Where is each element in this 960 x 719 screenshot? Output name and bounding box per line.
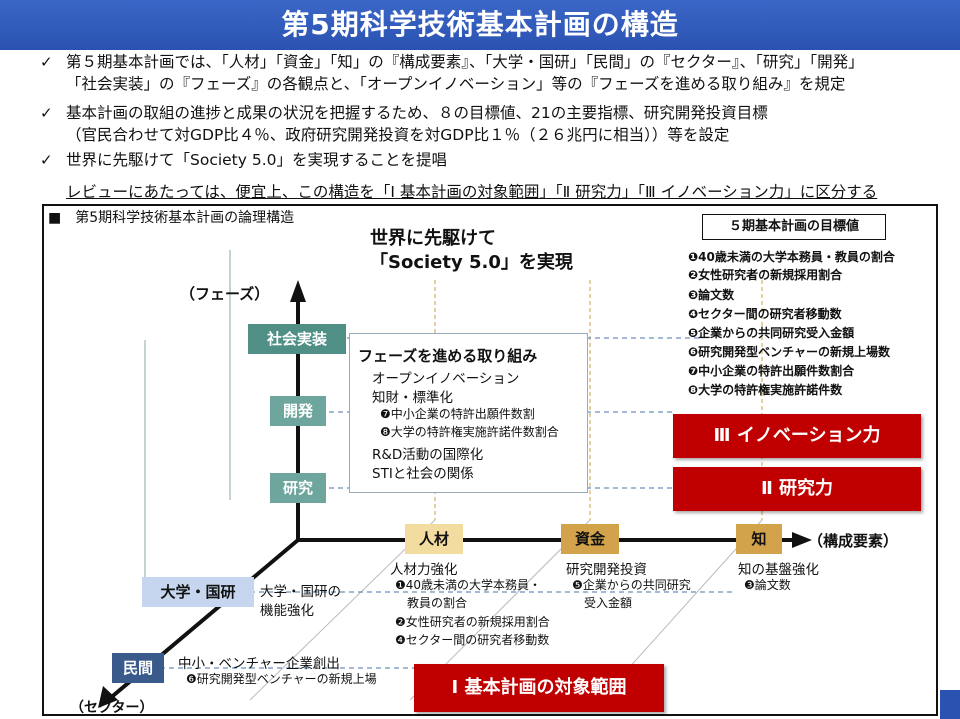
research-power-box: Ⅱ 研究力 — [673, 467, 921, 511]
goal-5: ❺企業からの共同研究受入金額 — [688, 326, 855, 340]
bullet-1-line-2: 「社会実装」の『フェーズ』の各観点と、「オープンイノベーション」等の『フェーズを… — [66, 75, 846, 93]
title-bar: 第5期科学技術基本計画の構造 — [0, 0, 960, 50]
bullet-3: ✓ 世界に先駆けて「Society 5.0」を実現することを提唱 — [40, 150, 448, 171]
goal-4: ❹セクター間の研究者移動数 — [688, 307, 842, 321]
funds-text: 研究開発投資 — [566, 562, 647, 578]
sector-axis-label: （セクター） — [70, 700, 154, 716]
goal-6: ❻研究開発型ベンチャーの新規上場数 — [688, 345, 891, 359]
society-line-2: 「Society 5.0」を実現 — [370, 252, 573, 273]
page-title: 第5期科学技術基本計画の構造 — [281, 8, 679, 41]
diagram-frame — [42, 204, 938, 716]
sector-private: 民間 — [112, 653, 164, 683]
corner-accent — [940, 690, 960, 719]
bullet-2-line-2: （官民合わせて対GDP比４％、政府研究開発投資を対GDP比１％（２６兆円に相当）… — [66, 126, 730, 144]
society-line-1: 世界に先駆けて — [370, 228, 496, 249]
component-axis-label: （構成要素） — [808, 532, 899, 550]
phase-initiatives-box — [349, 333, 588, 493]
component-people: 人材 — [405, 524, 463, 554]
funds-goal-5b: 受入金額 — [584, 596, 633, 610]
phase-box-title: フェーズを進める取り組み — [358, 347, 538, 365]
sector-university: 大学・国研 — [142, 577, 254, 607]
component-funds: 資金 — [561, 524, 619, 554]
people-goal-1b: 教員の割合 — [407, 596, 468, 610]
phase-research: 研究 — [270, 473, 326, 503]
phase-goal-8: ❽大学の特許権実施許諾件数割合 — [380, 425, 559, 439]
bullet-2: ✓ 基本計画の取組の進捗と成果の状況を把握するため、８の目標値、21の主要指標、… — [40, 103, 768, 124]
private-goal-6: ❻研究開発型ベンチャーの新規上場 — [186, 672, 377, 686]
goal-7: ❼中小企業の特許出願件数割合 — [688, 364, 855, 378]
people-goal-1a: ❶40歳未満の大学本務員・ — [395, 578, 542, 592]
phase-item-rd: R&D活動の国際化 — [372, 447, 484, 463]
phase-item-open-innovation: オープンイノベーション — [372, 371, 520, 387]
goal-2: ❷女性研究者の新規採用割合 — [688, 268, 843, 282]
goals-title: ５期基本計画の目標値 — [702, 214, 886, 240]
bullet-2-line-1: 基本計画の取組の進捗と成果の状況を把握するため、８の目標値、21の主要指標、研究… — [66, 104, 768, 122]
phase-goal-7: ❼中小企業の特許出願件数割 — [380, 407, 535, 421]
people-goal-4: ❹セクター間の研究者移動数 — [395, 633, 550, 647]
goal-3: ❸論文数 — [688, 288, 735, 302]
scope-box: Ⅰ 基本計画の対象範囲 — [414, 664, 664, 712]
bullet-2-cont: （官民合わせて対GDP比４％、政府研究開発投資を対GDP比１％（２６兆円に相当）… — [66, 125, 729, 146]
private-text: 中小・ベンチャー企業創出 — [178, 656, 340, 672]
funds-goal-5a: ❺企業からの共同研究 — [572, 578, 691, 592]
bullet-1: ✓ 第５期基本計画では、「人材」「資金」「知」の『構成要素』、「大学・国研」「民… — [40, 52, 864, 73]
check-icon: ✓ — [40, 151, 53, 169]
review-note: レビューにあたっては、便宜上、この構造を「Ⅰ 基本計画の対象範囲」「Ⅱ 研究力」… — [66, 183, 878, 201]
diagram-header: ■ 第5期科学技術基本計画の論理構造 — [48, 210, 295, 226]
goal-8: ❽大学の特許権実施許諾件数 — [688, 383, 843, 397]
innovation-box: Ⅲ イノベーション力 — [673, 414, 921, 458]
check-icon: ✓ — [40, 104, 53, 122]
knowledge-text: 知の基盤強化 — [738, 562, 819, 578]
university-text-1: 大学・国研の — [260, 584, 341, 600]
phase-item-sti: STIと社会の関係 — [372, 466, 474, 482]
knowledge-goal-3: ❸論文数 — [744, 578, 791, 592]
check-icon: ✓ — [40, 53, 53, 71]
bullet-3-line-1: 世界に先駆けて「Society 5.0」を実現することを提唱 — [66, 151, 448, 169]
bullet-1-cont: 「社会実装」の『フェーズ』の各観点と、「オープンイノベーション」等の『フェーズを… — [66, 74, 845, 95]
phase-social: 社会実装 — [248, 324, 346, 354]
goal-1: ❶40歳未満の大学本務員・教員の割合 — [688, 250, 895, 264]
phase-axis-label: （フェーズ） — [180, 285, 270, 303]
phase-item-ip: 知財・標準化 — [372, 390, 453, 406]
bullet-1-line-1: 第５期基本計画では、「人材」「資金」「知」の『構成要素』、「大学・国研」「民間」… — [66, 53, 864, 71]
phase-development: 開発 — [270, 396, 326, 426]
people-goal-2: ❷女性研究者の新規採用割合 — [395, 615, 550, 629]
component-knowledge: 知 — [736, 524, 782, 554]
people-text: 人材力強化 — [390, 562, 458, 578]
university-text-2: 機能強化 — [260, 603, 314, 619]
